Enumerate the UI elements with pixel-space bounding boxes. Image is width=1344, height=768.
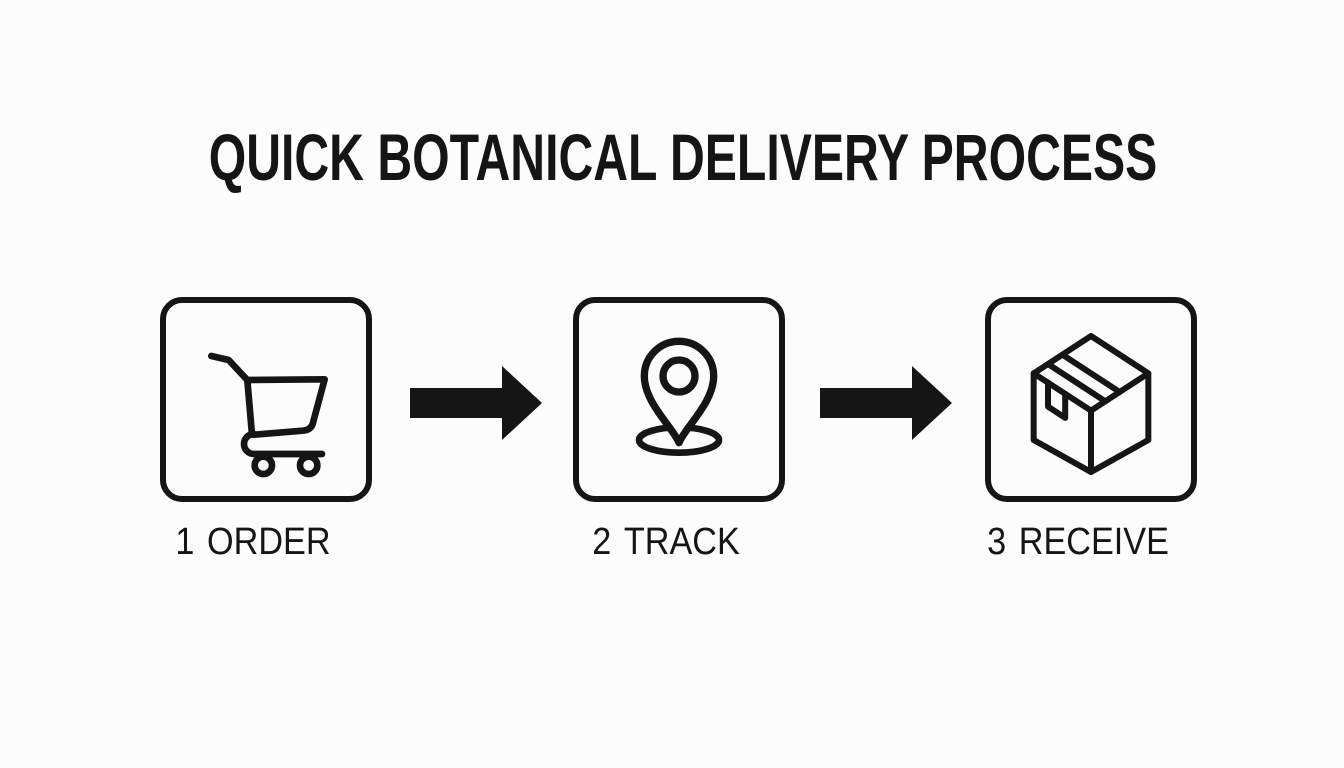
step-label-text: ORDER xyxy=(207,521,331,563)
step-label-text: TRACK xyxy=(623,521,740,563)
step-order-label: 1 ORDER xyxy=(158,522,349,562)
arrow-right-icon xyxy=(410,366,542,440)
location-pin-icon xyxy=(599,320,759,480)
step-track-box xyxy=(573,297,785,502)
step-number: 2 xyxy=(592,521,612,563)
step-order-box xyxy=(160,297,372,502)
step-receive-label: 3 RECEIVE xyxy=(983,522,1174,562)
step-receive-box xyxy=(985,297,1197,502)
shopping-cart-icon xyxy=(186,320,346,480)
arrow-right-icon xyxy=(820,366,952,440)
step-label-text: RECEIVE xyxy=(1018,521,1169,563)
step-track-label: 2 TRACK xyxy=(571,522,762,562)
package-box-icon xyxy=(1011,320,1171,480)
step-number: 3 xyxy=(987,521,1007,563)
step-number: 1 xyxy=(175,521,195,563)
page-title: QUICK BOTANICAL DELIVERY PROCESS xyxy=(208,120,1158,194)
